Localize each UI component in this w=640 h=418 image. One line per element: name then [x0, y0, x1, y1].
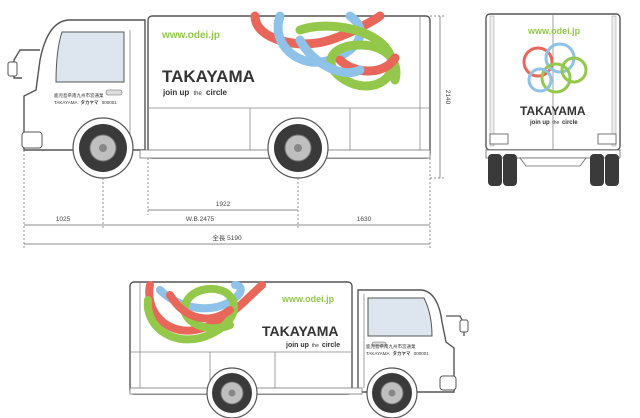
url-text-rear: www.odei.jp [527, 26, 581, 36]
dim-height: 2140 [444, 90, 451, 105]
front-wheel-left [72, 117, 134, 179]
brand-name-left: TAKAYAMA [162, 67, 255, 86]
rear-wheel-left [267, 117, 329, 179]
door-text-right-line1: 鹿児島県南九州市宮通業 [366, 343, 416, 350]
rear-tires [488, 154, 619, 186]
tagline-right: join up the circle [285, 342, 340, 349]
tagline-left: join up the circle [162, 88, 227, 97]
url-text-left: www.odei.jp [161, 30, 220, 41]
brand-name-right: TAKAYAMA [262, 323, 339, 339]
tagline-circle: circle [206, 88, 227, 97]
logo-rings-right [143, 281, 266, 344]
side-view-left: www.odei.jp TAKAYAMA join up the circle … [7, 11, 431, 179]
door-text-line2: TAKAYAMA タカヤマ 000001 [54, 99, 117, 106]
rear-view: www.odei.jp TAKAYAMA join up the circle [485, 13, 621, 186]
cab-window-right [367, 297, 433, 337]
side-mirror-left [13, 49, 40, 79]
dim-rear-overhang: 1630 [357, 216, 372, 223]
front-wheel-right [366, 367, 418, 418]
side-view-right: www.odei.jp TAKAYAMA join up the circle … [129, 281, 469, 418]
rear-wheel-right [206, 367, 258, 418]
tagline-the: the [193, 91, 202, 97]
logo-rings-rear [522, 42, 588, 94]
tagline-join: join up [162, 88, 189, 97]
url-text-right: www.odei.jp [281, 294, 335, 304]
brand-name-rear: TAKAYAMA [520, 104, 586, 118]
dim-cargo-to-rear-axle: 1922 [216, 201, 231, 208]
dimension-lines [23, 15, 446, 250]
logo-rings-left [250, 11, 401, 91]
door-text-line1: 鹿児島県南九州市宮通業 [54, 92, 104, 99]
dim-wheelbase: W.B.2475 [186, 216, 215, 223]
dim-overall-length: 全長 5190 [212, 233, 242, 242]
tagline-rear: join up the circle [529, 120, 578, 126]
door-text-right-line2: TAKAYAMA タカヤマ 000001 [366, 350, 429, 357]
dim-front-overhang: 1025 [56, 216, 71, 223]
cab-window-left [55, 31, 125, 83]
